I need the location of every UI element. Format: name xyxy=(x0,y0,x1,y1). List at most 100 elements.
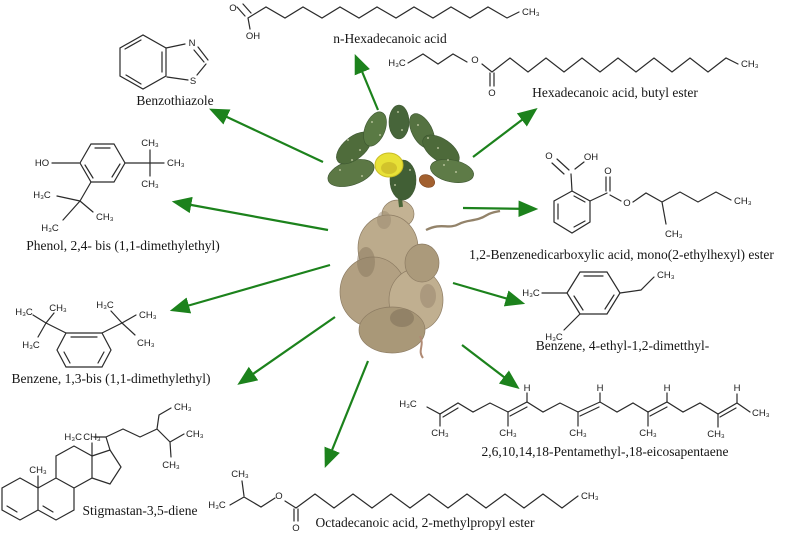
atom-label: O xyxy=(604,166,611,177)
bonds xyxy=(37,407,185,489)
arrows xyxy=(169,53,539,469)
atom-label: CH₃ xyxy=(167,158,185,169)
arrow-to-benzene-13-bis xyxy=(169,263,331,314)
atom-label: O xyxy=(292,523,299,534)
double-bonds xyxy=(124,39,163,85)
bonds xyxy=(32,310,137,338)
bonds xyxy=(551,158,732,225)
bonds xyxy=(236,3,520,30)
atom-label: CH₃ xyxy=(174,402,192,413)
structure-benzene-4-ethyl-icon: H₃C H₃C CH₃ xyxy=(522,270,675,343)
atom-label: O xyxy=(275,491,282,502)
compound-name-benzene-4-ethyl: Benzene, 4-ethyl-1,2-dimetthyl- xyxy=(535,338,710,353)
atom-label: CH₃ xyxy=(581,491,599,502)
atom-label: CH₃ xyxy=(29,465,47,476)
atom-label: CH₃ xyxy=(96,212,114,223)
atom-label: CH₃ xyxy=(231,469,249,480)
structure-hexadecanoic-butyl-ester-icon: H₃C O O CH₃ xyxy=(388,53,759,99)
compound-name-hexadecanoic-butyl-ester: Hexadecanoic acid, butyl ester xyxy=(532,85,698,100)
structure-pentamethyl-eicosapentaene-icon: H₃C CH₃ CH₃ H CH₃ H CH₃ H CH₃ H CH₃ xyxy=(399,383,770,440)
atom-label: H₃C xyxy=(545,332,563,343)
atom-label: CH₃ xyxy=(522,7,540,18)
cactus-pads xyxy=(327,104,474,208)
benzene-ring xyxy=(566,271,621,315)
atom-label: H xyxy=(734,383,741,394)
compound-name-n-hexadecanoic-acid: n-Hexadecanoic acid xyxy=(333,31,447,46)
arrow-to-octadecanoic-ester xyxy=(324,360,370,469)
cactus-fruit xyxy=(419,174,435,188)
double-bonds xyxy=(442,406,737,418)
atom-label: H₃C xyxy=(41,223,59,234)
atom-label: CH₃ xyxy=(162,460,180,471)
atom-label: CH₃ xyxy=(431,428,449,439)
atom-label: CH₃ xyxy=(657,270,675,281)
pad-speckles xyxy=(339,111,457,186)
atom-label: S xyxy=(190,76,196,87)
structure-benzenedicarboxylic-ester-icon: O OH O O CH₃ CH₃ xyxy=(545,151,751,240)
thiazole-bonds xyxy=(165,43,209,81)
atom-label: H xyxy=(597,383,604,394)
root-tendril xyxy=(425,209,501,232)
atom-label: CH₃ xyxy=(752,408,770,419)
atom-label: H₃C xyxy=(208,500,226,511)
structure-n-hexadecanoic-acid-icon: O OH CH₃ xyxy=(229,3,539,42)
cactus-pad xyxy=(388,104,410,140)
structure-phenol-24-bis-icon: HO CH₃ CH₃ CH₃ H₃C CH₃ H₃C xyxy=(33,138,185,234)
atom-label: CH₃ xyxy=(141,138,159,149)
double-bonds xyxy=(557,195,586,228)
atom-label: CH₃ xyxy=(569,428,587,439)
substituent-bonds xyxy=(439,392,738,428)
structure-stigmastan-diene-icon: CH₃ CH₃ H₃C CH₃ CH₃ CH₃ xyxy=(1,402,204,521)
compound-name-octadecanoic-ester: Octadecanoic acid, 2-methylpropyl ester xyxy=(315,515,535,530)
structure-benzothiazole-icon: N S xyxy=(119,34,209,90)
atom-label: CH₃ xyxy=(186,429,204,440)
arrow-to-phenol-24-bis xyxy=(171,196,329,232)
atom-label: O xyxy=(229,3,236,14)
flower-center xyxy=(381,162,397,174)
atom-label: H₃C xyxy=(96,300,114,311)
root-shading xyxy=(390,309,414,327)
atom-label: H₃C xyxy=(33,190,51,201)
atom-label: CH₃ xyxy=(707,429,725,440)
atom-label: CH₃ xyxy=(665,229,683,240)
root-shading xyxy=(377,211,391,229)
atom-label: H₃C xyxy=(522,288,540,299)
arrow-to-benzothiazole xyxy=(209,108,324,163)
arrow-to-n-hexadecanoic-acid xyxy=(354,53,380,111)
atom-label: H₃C xyxy=(15,307,33,318)
rootlet xyxy=(419,335,424,359)
atom-label: H₃C xyxy=(64,432,82,443)
atom-label: CH₃ xyxy=(741,59,759,70)
atom-label: CH₃ xyxy=(137,338,155,349)
atom-label: CH₃ xyxy=(141,179,159,190)
cactus-plant-image xyxy=(327,104,501,359)
root-shading xyxy=(357,247,375,277)
root-lobe xyxy=(404,243,440,283)
arrow-to-hexadecanoic-butyl-ester xyxy=(472,108,538,158)
compound-name-pentamethyl-eicosapentaene: 2,6,10,14,18-Pentamethyl-,18-eicosapenta… xyxy=(481,444,729,459)
arrow-to-benzene-4-ethyl xyxy=(452,281,526,307)
tuberous-root xyxy=(339,199,501,359)
root-shading xyxy=(420,284,436,308)
structure-benzene-13-bis-icon: H₃C CH₃ H₃C H₃C CH₃ CH₃ xyxy=(15,300,157,368)
atom-label: CH₃ xyxy=(734,196,752,207)
compound-name-stigmastan-diene: Stigmastan-3,5-diene xyxy=(82,503,198,518)
atom-label: OH xyxy=(584,152,598,163)
atom-label: H xyxy=(524,383,531,394)
atom-label: CH₃ xyxy=(49,303,67,314)
atom-label: CH₃ xyxy=(499,428,517,439)
chain xyxy=(426,401,751,415)
bonds xyxy=(51,149,165,221)
compound-name-phenol-24-bis: Phenol, 2,4- bis (1,1-dimethylethyl) xyxy=(26,238,220,253)
compound-name-benzothiazole: Benzothiazole xyxy=(136,93,214,108)
benzene-ring xyxy=(79,143,126,183)
atom-label: N xyxy=(189,38,196,49)
bonds xyxy=(229,480,579,522)
atom-label: O xyxy=(471,55,478,66)
double-bonds xyxy=(6,505,54,513)
cactus-pad xyxy=(430,159,474,183)
atom-label: O xyxy=(545,151,552,162)
double-bonds xyxy=(63,336,105,364)
atom-label: OH xyxy=(246,31,260,42)
